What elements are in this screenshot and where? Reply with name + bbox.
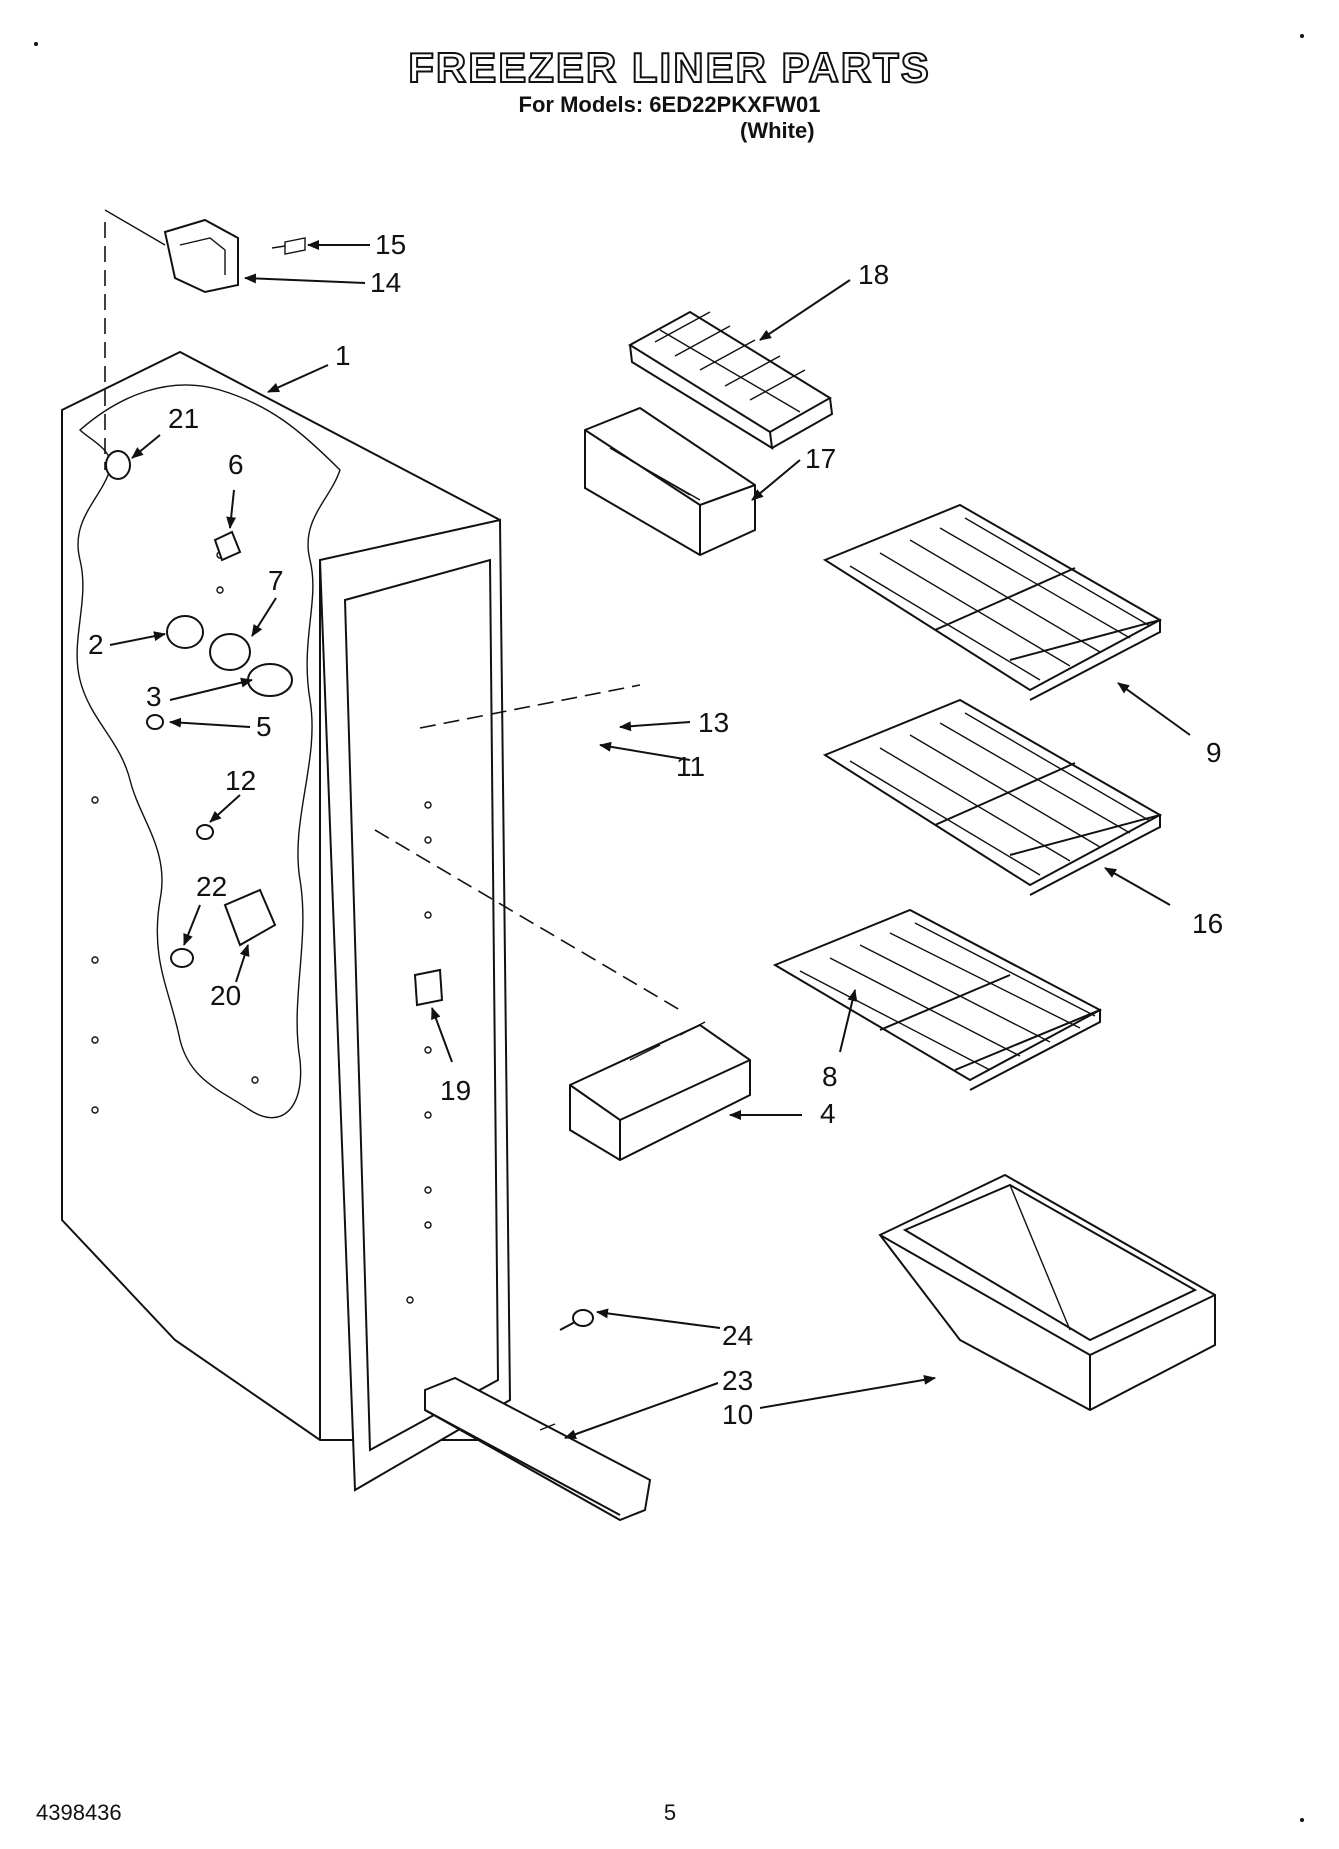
color-variant: (White) — [740, 118, 815, 143]
freezer-liner-illustration — [61, 209, 512, 1492]
callout-7: 7 — [268, 565, 284, 596]
callout-9: 9 — [1206, 737, 1222, 768]
corner-mark — [34, 42, 38, 46]
wire-shelf-9-illustration — [822, 503, 1163, 701]
corner-mark — [1300, 34, 1304, 38]
wire-shelf-8-illustration — [772, 908, 1103, 1091]
callout-11: 11 — [676, 751, 705, 782]
wire-shelf-16-illustration — [822, 698, 1163, 896]
callout-13: 13 — [698, 707, 729, 738]
callout-17: 17 — [805, 443, 836, 474]
clip-illustration — [213, 530, 242, 562]
callout-14: 14 — [370, 267, 401, 298]
alignment-line — [374, 829, 681, 1011]
light-socket-illustration — [146, 615, 293, 730]
page-number: 5 — [663, 1800, 677, 1825]
callout-2: 2 — [88, 629, 104, 660]
callout-23: 23 — [722, 1365, 753, 1396]
callout-19: 19 — [440, 1075, 471, 1106]
callout-3: 3 — [146, 681, 162, 712]
callout-4: 4 — [820, 1098, 836, 1129]
alignment-line — [419, 684, 641, 729]
leader-arrows — [109, 240, 1191, 1439]
callout-1: 1 — [335, 340, 351, 371]
callout-22: 22 — [196, 871, 227, 902]
callout-10: 10 — [722, 1399, 753, 1430]
callout-16: 16 — [1192, 908, 1223, 939]
callout-21: 21 — [168, 403, 199, 434]
shelf-support-illustration — [569, 1021, 751, 1162]
corner-mark — [1300, 1818, 1304, 1822]
callout-6: 6 — [228, 449, 244, 480]
screw-illustration — [559, 1309, 594, 1331]
ice-bucket-illustration — [584, 406, 756, 557]
switch-illustration — [413, 968, 444, 1007]
callout-5: 5 — [256, 711, 272, 742]
document-number: 4398436 — [36, 1800, 122, 1825]
control-housing-illustration — [163, 218, 306, 294]
thermostat-knob-illustration — [170, 824, 277, 968]
freezer-bin-illustration — [878, 1173, 1216, 1412]
callout-12: 12 — [225, 765, 256, 796]
callout-18: 18 — [858, 259, 889, 290]
page-title: FREEZER LINER PARTS — [407, 43, 931, 92]
bottom-rail-illustration — [424, 1376, 652, 1522]
ice-tray-illustration — [628, 310, 834, 450]
callout-15: 15 — [375, 229, 406, 260]
plug-illustration — [105, 450, 131, 480]
model-subtitle: For Models: 6ED22PKXFW01 — [518, 92, 821, 117]
callout-24: 24 — [722, 1320, 753, 1351]
callout-8: 8 — [822, 1061, 838, 1092]
callout-20: 20 — [210, 980, 241, 1011]
